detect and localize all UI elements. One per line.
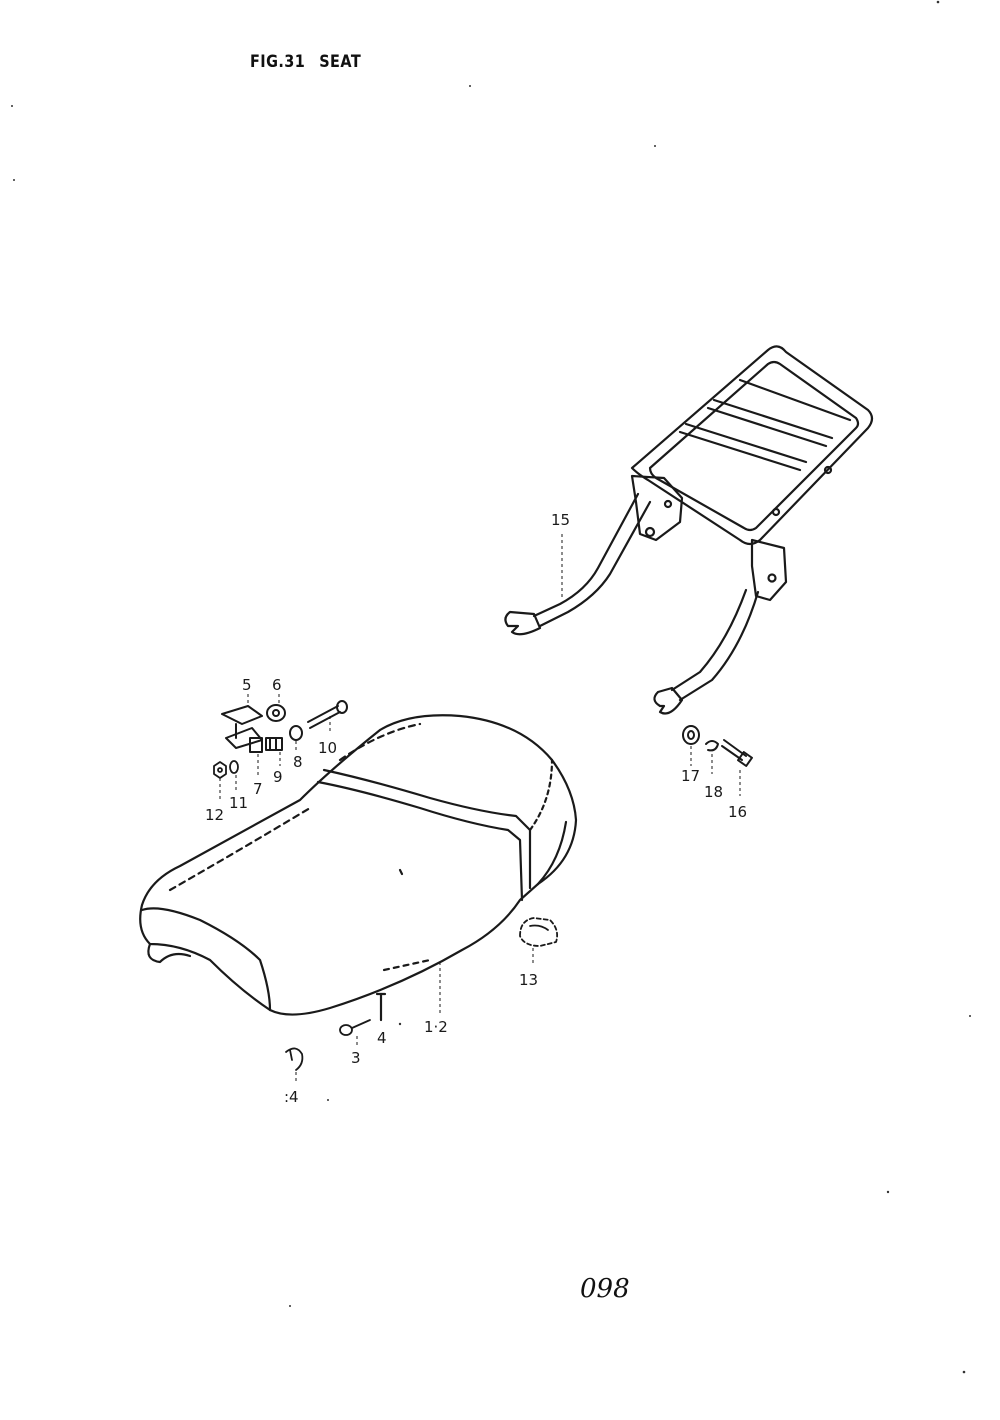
seat-cushion-icon (519, 917, 559, 947)
seat-screw-icon (285, 1047, 304, 1071)
seat-hinge-plate-icon (221, 705, 263, 749)
hinge-spacer-icon (249, 737, 263, 753)
seat-assembly-icon (139, 714, 578, 1016)
callout-15: 15 (551, 511, 570, 529)
callout-10: 10 (318, 739, 337, 757)
callout-9: 9 (273, 768, 283, 786)
callout-12: 12 (205, 806, 224, 824)
callout-11: 11 (229, 794, 248, 812)
callout-5: 5 (242, 676, 252, 694)
figure-title: FIG.31 SEAT (250, 52, 362, 72)
callout-13: 13 (519, 971, 538, 989)
carrier-bolt-icon (721, 739, 753, 767)
callout-8: 8 (293, 753, 303, 771)
spring-washer-icon (705, 740, 719, 752)
rear-carrier-icon (504, 345, 874, 715)
callout-16: 16 (728, 803, 747, 821)
hinge-bolt-icon (307, 700, 348, 729)
page-number: 098 (580, 1274, 630, 1304)
callout-17: 17 (681, 767, 700, 785)
hinge-bushing-icon (265, 737, 283, 751)
callout-6: 6 (272, 676, 282, 694)
flat-washer-icon (682, 725, 700, 745)
callout-3: 3 (351, 1049, 361, 1067)
nut-icon (213, 761, 227, 779)
callout-18: 18 (704, 783, 723, 801)
washer-icon (289, 725, 303, 741)
callout-4b: :4 (284, 1088, 299, 1106)
hinge-collar-icon (266, 704, 286, 722)
callout-4: 4 (377, 1029, 387, 1047)
callout-1-2: 1·2 (424, 1018, 448, 1036)
callout-7: 7 (253, 780, 263, 798)
seat-hook-icon (339, 1019, 371, 1036)
seat-screw-icon (375, 992, 387, 1022)
lock-washer-icon (229, 760, 239, 774)
